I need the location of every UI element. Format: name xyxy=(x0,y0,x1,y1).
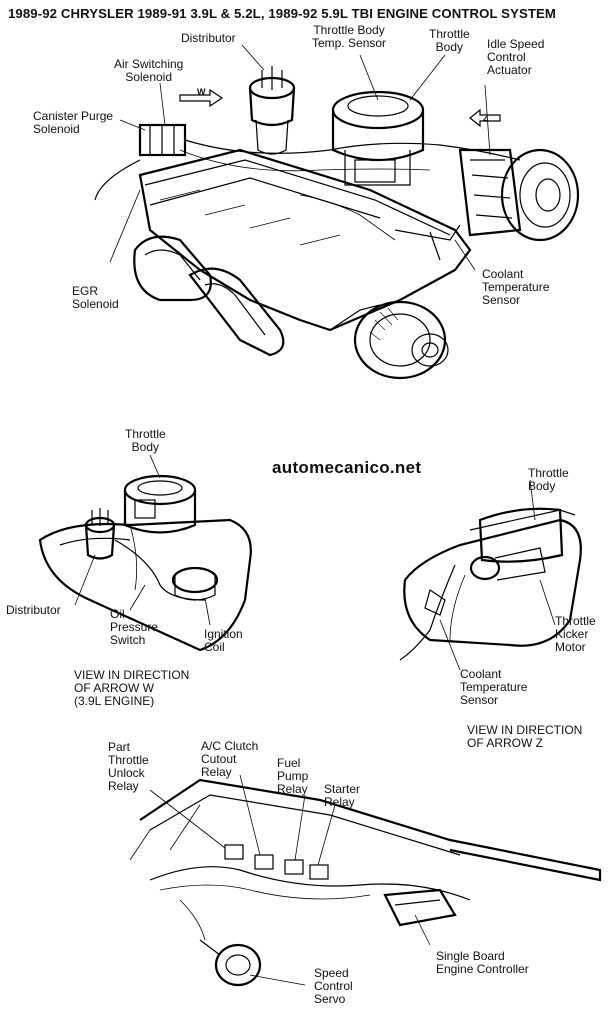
label-speed-control-servo: Speed Control Servo xyxy=(314,966,353,1006)
label-throttle-body-view-z: Throttle Body xyxy=(528,466,569,493)
label-ignition-coil: Ignition Coil xyxy=(204,627,243,654)
label-idle-speed-control-actuator: Idle Speed Control Actuator xyxy=(487,37,545,77)
watermark-text: automecanico.net xyxy=(272,458,422,477)
label-throttle-kicker-motor: Throttle Kicker Motor xyxy=(555,614,596,654)
label-part-throttle-unlock-relay: Part Throttle Unlock Relay xyxy=(108,740,149,793)
label-ac-clutch-cutout-relay: A/C Clutch Cutout Relay xyxy=(201,739,259,779)
label-canister-purge-solenoid: Canister Purge Solenoid xyxy=(33,109,114,136)
view-w-drawing xyxy=(38,454,252,652)
label-starter-relay: Starter Relay xyxy=(324,782,361,809)
label-fuel-pump-relay: Fuel Pump Relay xyxy=(277,756,309,796)
relay-view-drawing xyxy=(129,774,602,987)
label-distributor: Distributor xyxy=(181,31,236,45)
label-throttle-body-view-w: Throttle Body xyxy=(125,427,166,454)
label-throttle-body-temp-sensor: Throttle Body Temp. Sensor xyxy=(312,23,387,50)
caption-view-w: VIEW IN DIRECTION OF ARROW W (3.9L ENGIN… xyxy=(74,668,190,708)
label-distributor-view-w: Distributor xyxy=(6,603,61,617)
main-engine-drawing xyxy=(94,44,580,380)
arrow-w-label: W xyxy=(197,87,206,97)
label-oil-pressure-switch: Oil Pressure Switch xyxy=(110,607,159,647)
label-single-board-engine-controller: Single Board Engine Controller xyxy=(436,949,529,976)
label-coolant-temperature-sensor-view-z: Coolant Temperature Sensor xyxy=(460,667,528,707)
label-air-switching-solenoid: Air Switching Solenoid xyxy=(114,57,184,84)
label-throttle-body-main: Throttle Body xyxy=(429,27,470,54)
page-title: 1989-92 CHRYSLER 1989-91 3.9L & 5.2L, 19… xyxy=(8,6,557,21)
label-egr-solenoid: EGR Solenoid xyxy=(72,284,119,311)
view-z-drawing xyxy=(399,479,582,671)
caption-view-z: VIEW IN DIRECTION OF ARROW Z xyxy=(467,723,583,750)
label-coolant-temperature-sensor-main: Coolant Temperature Sensor xyxy=(482,267,550,307)
arrow-z-label: Z xyxy=(483,113,489,123)
